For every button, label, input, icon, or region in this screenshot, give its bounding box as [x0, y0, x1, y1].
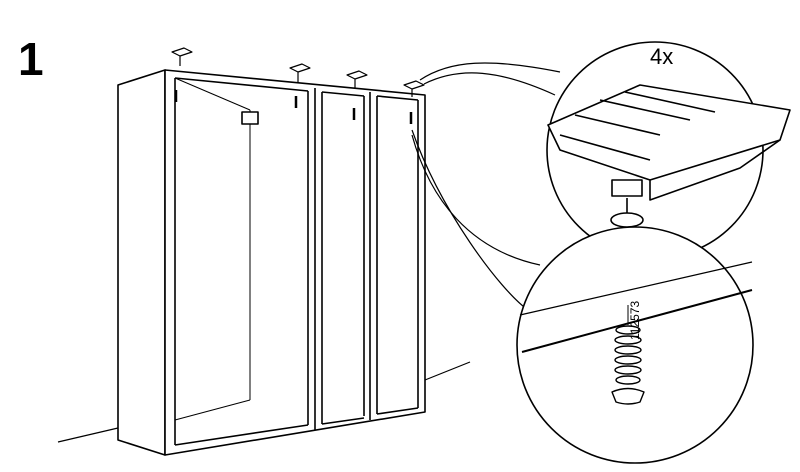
step-number: 1	[18, 33, 44, 85]
floor-lines	[57, 361, 471, 443]
callout-leaders	[411, 62, 561, 311]
quantity-label: 4x	[650, 44, 674, 69]
part-number: 112573	[628, 300, 642, 340]
wardrobe-frames	[117, 69, 426, 456]
detail-circle-screw	[516, 226, 754, 464]
top-fittings	[171, 47, 425, 124]
detail-circle-glide	[546, 41, 791, 259]
